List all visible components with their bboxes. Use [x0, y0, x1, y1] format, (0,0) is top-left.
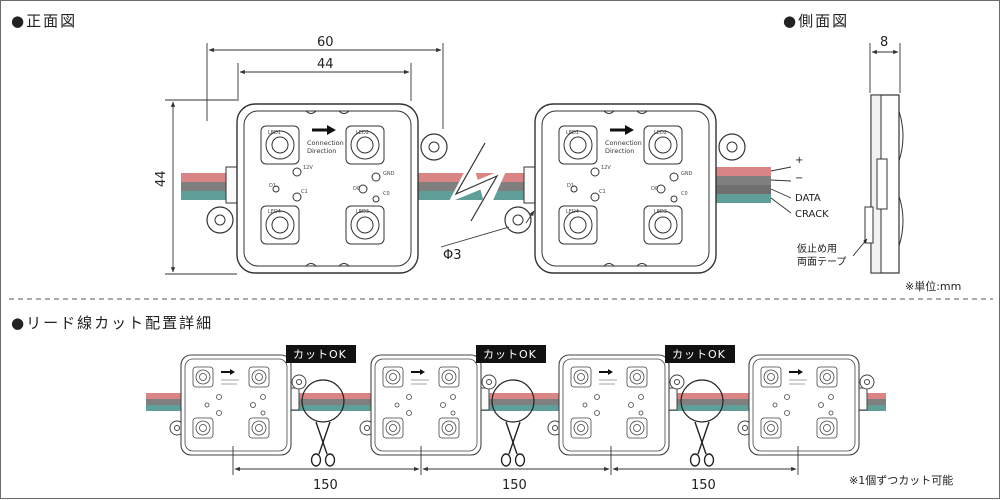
pitch-label-2: 150: [502, 478, 527, 493]
svg-text:LED2: LED2: [654, 130, 667, 136]
svg-text:LED3: LED3: [654, 209, 667, 215]
pitch-label-3: 150: [691, 478, 716, 493]
cut-ok-label-3: カットOK: [672, 348, 726, 361]
dim-depth: 8: [880, 35, 888, 50]
pitch-dimensions: [232, 446, 799, 475]
svg-text:LED2: LED2: [356, 130, 369, 136]
wire-label-plus: +: [795, 155, 803, 166]
wire-label-minus: −: [795, 173, 803, 184]
svg-text:Connection: Connection: [605, 139, 642, 147]
module-labels: LED1 LED2 LED4 LED3 Connection Direction…: [268, 130, 693, 215]
scissors-icon: [310, 421, 336, 467]
svg-text:LED1: LED1: [268, 130, 281, 136]
dim-width-inner: 44: [317, 57, 334, 72]
wire-callouts: [770, 166, 868, 257]
front-wires: [181, 139, 771, 222]
cut-zones: [286, 345, 735, 423]
led-module-strip-3: [547, 354, 685, 456]
svg-text:LED4: LED4: [268, 209, 281, 215]
dim-hole: Φ3: [443, 248, 462, 263]
strip-wires: [146, 393, 886, 411]
svg-text:D0: D0: [651, 186, 658, 192]
front-view-title: ●正面図: [11, 12, 77, 30]
unit-note: ※単位:mm: [905, 279, 961, 293]
svg-text:GND: GND: [681, 171, 693, 177]
wire-label-crack: CRACK: [795, 209, 829, 220]
svg-text:C1: C1: [599, 189, 606, 195]
svg-text:12V: 12V: [303, 165, 313, 171]
tape-note-1: 仮止め用: [797, 242, 837, 255]
svg-text:D0: D0: [353, 186, 360, 192]
side-view-title: ●側面図: [783, 12, 849, 30]
led-module-front-2: [503, 102, 747, 275]
side-dimensions: [869, 43, 901, 93]
svg-text:Direction: Direction: [605, 147, 634, 155]
cut-detail-title: ●リード線カット配置詳細: [11, 314, 213, 332]
svg-text:LED1: LED1: [566, 130, 579, 136]
side-view-module: [864, 94, 904, 274]
scissors-icon: [500, 421, 526, 467]
svg-text:D1: D1: [269, 183, 276, 189]
svg-text:C0: C0: [681, 191, 688, 197]
svg-text:Connection: Connection: [307, 139, 344, 147]
svg-text:GND: GND: [383, 171, 395, 177]
cut-note: ※1個ずつカット可能: [849, 473, 953, 487]
led-module-strip-1: [169, 354, 307, 456]
dim-height: 44: [154, 170, 169, 187]
led-module-strip-4: [737, 354, 875, 456]
front-dimensions: [165, 43, 535, 275]
svg-text:C1: C1: [301, 189, 308, 195]
led-module-front-1: [205, 102, 449, 275]
svg-text:LED4: LED4: [566, 209, 579, 215]
svg-text:12V: 12V: [601, 165, 611, 171]
tape-note-2: 両面テープ: [797, 256, 846, 268]
cut-ok-label-1: カットOK: [293, 348, 347, 361]
svg-text:Direction: Direction: [307, 147, 336, 155]
led-module-strip-2: [359, 354, 497, 456]
wire-label-data: DATA: [795, 193, 821, 204]
pitch-label-1: 150: [313, 478, 338, 493]
dim-width-outer: 60: [317, 35, 334, 50]
scissors-icon: [689, 421, 715, 467]
svg-text:LED3: LED3: [356, 209, 369, 215]
svg-text:C0: C0: [383, 191, 390, 197]
svg-text:D1: D1: [567, 183, 574, 189]
cut-ok-label-2: カットOK: [483, 348, 537, 361]
